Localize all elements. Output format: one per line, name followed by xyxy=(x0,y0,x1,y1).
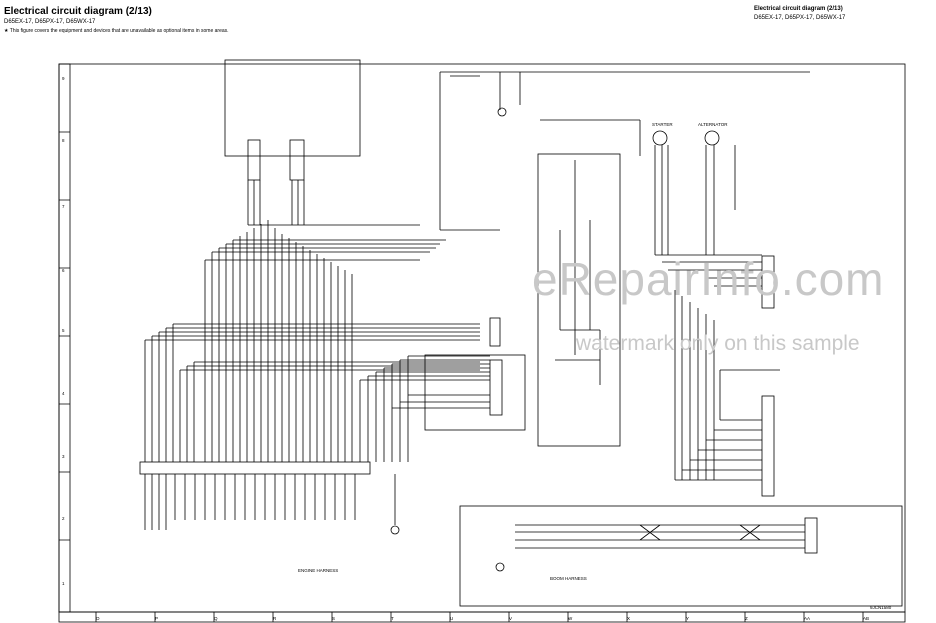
center-connector-frame xyxy=(424,354,526,431)
engine-connector-block xyxy=(139,461,371,475)
horizontal-runs-left xyxy=(145,239,480,371)
row-label-2: 2 xyxy=(62,516,65,521)
row-label-4: 4 xyxy=(62,391,65,396)
horizontal-runs-center xyxy=(360,355,490,409)
column-ruler xyxy=(58,611,906,623)
right-diagram-title: Electrical circuit diagram (2/13) xyxy=(754,6,843,12)
col-label-q: Q xyxy=(214,616,218,621)
boom-connector xyxy=(804,517,818,554)
ground-symbol-2 xyxy=(495,562,505,572)
col-label-w: W xyxy=(568,616,573,621)
row-ticks xyxy=(59,131,70,541)
boom-harness-box xyxy=(459,505,903,607)
center-connector-2 xyxy=(489,317,501,347)
engine-pin-ticks xyxy=(144,474,396,530)
right-model-list: D65EX-17, D65PX-17, D65WX-17 xyxy=(754,15,846,21)
col-label-p: P xyxy=(155,616,158,621)
starter-label: STARTER xyxy=(652,122,673,127)
boom-harness-label: BOOM HARNESS xyxy=(550,576,587,581)
model-list: D65EX-17, D65PX-17, D65WX-17 xyxy=(4,19,96,25)
col-label-z: Z xyxy=(745,616,748,621)
right-connector-1 xyxy=(761,255,775,309)
top-wiring-right xyxy=(439,71,810,355)
relay-internals xyxy=(555,220,601,385)
wire-bundle-left xyxy=(204,220,269,462)
row-label-8: 8 xyxy=(62,138,65,143)
top-connector-1 xyxy=(247,139,261,181)
row-label-1: 1 xyxy=(62,581,65,586)
col-label-o: O xyxy=(96,616,100,621)
drawing-frame xyxy=(58,63,906,613)
top-feeders xyxy=(247,180,420,226)
right-connector-2 xyxy=(761,395,775,497)
col-label-x: X xyxy=(627,616,630,621)
ground-symbol-3 xyxy=(497,107,507,117)
right-runs xyxy=(674,290,780,481)
col-label-u: U xyxy=(450,616,453,621)
starter-symbol xyxy=(652,130,668,146)
engine-harness-label: ENGINE HARNESS xyxy=(298,568,338,573)
col-label-s: S xyxy=(332,616,335,621)
col-label-t: T xyxy=(391,616,394,621)
sensor-box xyxy=(224,59,361,157)
col-label-r: R xyxy=(273,616,277,621)
col-label-v: V xyxy=(509,616,512,621)
row-label-9: 9 xyxy=(62,76,65,81)
alternator-label: ALTERNATOR xyxy=(698,122,728,127)
equipment-note: ★ This figure covers the equipment and d… xyxy=(4,28,229,34)
wire-bundle-mid xyxy=(274,228,353,462)
boom-wiring xyxy=(515,524,805,549)
col-label-y: Y xyxy=(686,616,689,621)
relay-box xyxy=(537,153,621,447)
ground-symbol-1 xyxy=(390,525,400,535)
alternator-symbol xyxy=(704,130,720,146)
drawing-number: 9JCN1580 xyxy=(870,605,892,610)
row-label-3: 3 xyxy=(62,454,65,459)
wire-bundle-outer xyxy=(144,324,409,462)
center-connector-1 xyxy=(489,359,503,416)
col-label-aa: AA xyxy=(804,616,810,621)
row-label-5: 5 xyxy=(62,328,65,333)
starter-runs xyxy=(654,145,762,287)
row-ruler xyxy=(58,63,71,613)
diagram-title: Electrical circuit diagram (2/13) xyxy=(4,6,152,17)
row-label-7: 7 xyxy=(62,204,65,209)
row-label-6: 6 xyxy=(62,268,65,273)
top-connector-2 xyxy=(289,139,305,181)
col-label-ab: AB xyxy=(863,616,869,621)
column-ticks xyxy=(95,612,864,622)
